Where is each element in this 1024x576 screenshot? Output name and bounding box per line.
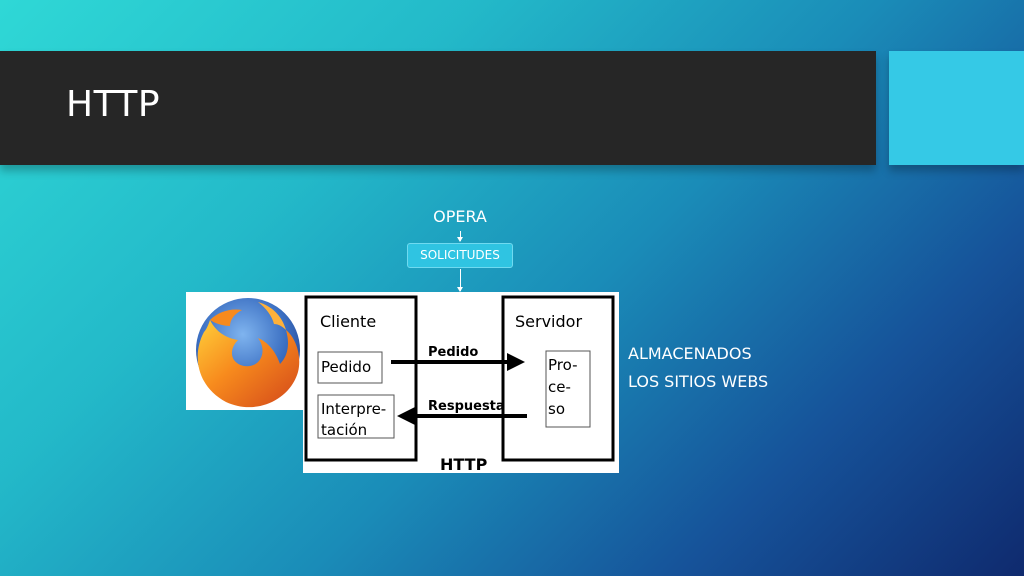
slide-title: HTTP [66,84,161,125]
diagram-caption: HTTP [440,455,488,473]
client-box [304,295,418,462]
process-line3: so [548,400,565,418]
arrow-down-icon [457,231,463,242]
title-bar [0,51,876,165]
arrow-down-icon [457,269,463,292]
interpret-box [317,394,395,439]
storage-note-line1: ALMACENADOS [628,344,752,363]
server-title: Servidor [515,312,582,331]
firefox-icon [196,298,300,408]
request-arrow-label: Pedido [428,345,478,360]
interpret-box-line1: Interpre- [321,400,386,418]
arrow-left-icon [397,407,415,425]
server-box [501,295,615,462]
storage-note: ALMACENADOS LOS SITIOS WEBS [628,340,768,396]
firefox-logo-image [186,292,305,410]
process-line1: Pro- [548,356,578,374]
interpret-box-line2: tación [321,421,367,439]
opera-label: OPERA [433,207,487,226]
process-box [545,350,591,428]
response-arrow-label: Respuesta [428,399,505,414]
http-diagram: Cliente Servidor Pedido Interpre- tación… [303,292,619,474]
storage-note-line2: LOS SITIOS WEBS [628,372,769,391]
request-box-label: Pedido [321,358,371,376]
request-box [317,351,383,384]
client-title: Cliente [320,312,376,331]
solicitudes-box: SOLICITUDES [407,243,513,268]
accent-square [889,51,1024,165]
arrow-right-icon [507,353,525,371]
process-line2: ce- [548,378,571,396]
